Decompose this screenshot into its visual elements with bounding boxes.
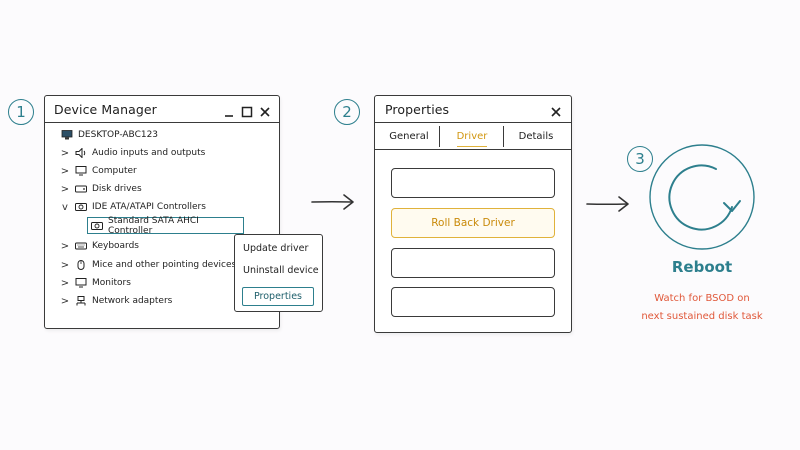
maximize-icon[interactable]	[241, 103, 253, 118]
chevron-right-icon[interactable]: >	[60, 240, 70, 252]
reboot-label: Reboot	[671, 258, 733, 276]
reboot-icon	[646, 141, 758, 253]
tree-item-label: Disk drives	[92, 184, 142, 194]
tree-item[interactable]: > Mice and other pointing devices	[59, 256, 236, 274]
chevron-right-icon[interactable]: >	[60, 165, 70, 177]
computer-icon	[61, 130, 73, 140]
tree-item[interactable]: > Disk drives	[59, 180, 142, 198]
tab-divider	[503, 126, 504, 147]
active-tab-underline	[457, 146, 487, 147]
tab-details[interactable]: Details	[518, 130, 554, 142]
tab-divider	[439, 126, 440, 147]
properties-title: Properties	[385, 102, 450, 117]
tree-item-label: Audio inputs and outputs	[92, 148, 206, 158]
driver-info-field	[391, 168, 555, 198]
tree-item-label: Computer	[92, 166, 137, 176]
controller-icon	[91, 221, 103, 231]
tree-item[interactable]: > Monitors	[59, 274, 131, 292]
mouse-icon	[75, 260, 87, 270]
chevron-right-icon[interactable]: >	[60, 259, 70, 271]
properties-item[interactable]: Properties	[242, 287, 314, 306]
tree-item-label: Mice and other pointing devices	[92, 260, 237, 270]
step-2-badge: 2	[334, 99, 360, 125]
bsod-warning-line-2: next sustained disk task	[641, 311, 763, 322]
title-separator	[375, 122, 571, 123]
monitor-icon	[75, 278, 87, 288]
tree-item[interactable]: > Network adapters	[59, 292, 173, 310]
close-icon[interactable]	[550, 103, 562, 117]
tree-item-label: IDE ATA/ATAPI Controllers	[92, 202, 206, 212]
tree-item[interactable]: > Keyboards	[59, 237, 139, 255]
tree-item[interactable]: > Audio inputs and outputs	[59, 144, 206, 162]
tree-item[interactable]: > Computer	[59, 162, 137, 180]
update-driver-item[interactable]: Update driver	[243, 243, 309, 254]
arrow-right-icon	[585, 194, 631, 214]
close-icon[interactable]	[259, 103, 271, 117]
arrow-right-icon	[310, 192, 356, 212]
roll-back-driver-button[interactable]: Roll Back Driver	[391, 208, 555, 238]
properties-window: Properties General Driver Details Roll B…	[374, 95, 572, 333]
selected-device[interactable]: Standard SATA AHCI Controller	[87, 215, 244, 236]
chevron-down-icon[interactable]: v	[62, 201, 68, 213]
tree-item-label: Keyboards	[92, 241, 139, 251]
network-icon	[75, 296, 87, 306]
tab-separator	[375, 149, 571, 150]
speaker-icon	[75, 148, 87, 158]
tree-item-label: Network adapters	[92, 296, 173, 306]
device-manager-title: Device Manager	[54, 102, 157, 117]
keyboard-icon	[75, 241, 87, 251]
title-separator	[45, 122, 279, 123]
tree-item-label: Monitors	[92, 278, 131, 288]
tab-driver[interactable]: Driver	[456, 130, 488, 142]
controller-icon	[75, 202, 87, 212]
bsod-warning-note: Watch for BSOD on next sustained disk ta…	[620, 290, 784, 326]
tab-bar: General Driver Details	[375, 125, 571, 149]
chevron-right-icon[interactable]: >	[60, 277, 70, 289]
uninstall-device-item[interactable]: Uninstall device	[243, 265, 319, 276]
bsod-warning-line-1: Watch for BSOD on	[654, 293, 750, 304]
selected-device-label: Standard SATA AHCI Controller	[108, 215, 199, 236]
device-tree: DESKTOP-ABC123 > Audio inputs and output…	[59, 124, 275, 324]
tree-root-label: DESKTOP-ABC123	[78, 130, 159, 140]
tree-item-expanded[interactable]: v IDE ATA/ATAPI Controllers	[59, 198, 206, 216]
minimize-icon[interactable]	[223, 103, 235, 117]
driver-action-field[interactable]	[391, 248, 555, 278]
tree-root[interactable]: DESKTOP-ABC123	[61, 126, 158, 144]
chevron-right-icon[interactable]: >	[60, 295, 70, 307]
disk-drive-icon	[75, 184, 87, 194]
tab-general[interactable]: General	[389, 130, 429, 142]
chevron-right-icon[interactable]: >	[60, 147, 70, 159]
chevron-right-icon[interactable]: >	[60, 183, 70, 195]
step-3-badge: 3	[627, 146, 653, 172]
monitor-icon	[75, 166, 87, 176]
driver-action-field[interactable]	[391, 287, 555, 317]
step-1-badge: 1	[8, 99, 34, 125]
context-menu: Update driver Uninstall device Propertie…	[234, 234, 323, 312]
